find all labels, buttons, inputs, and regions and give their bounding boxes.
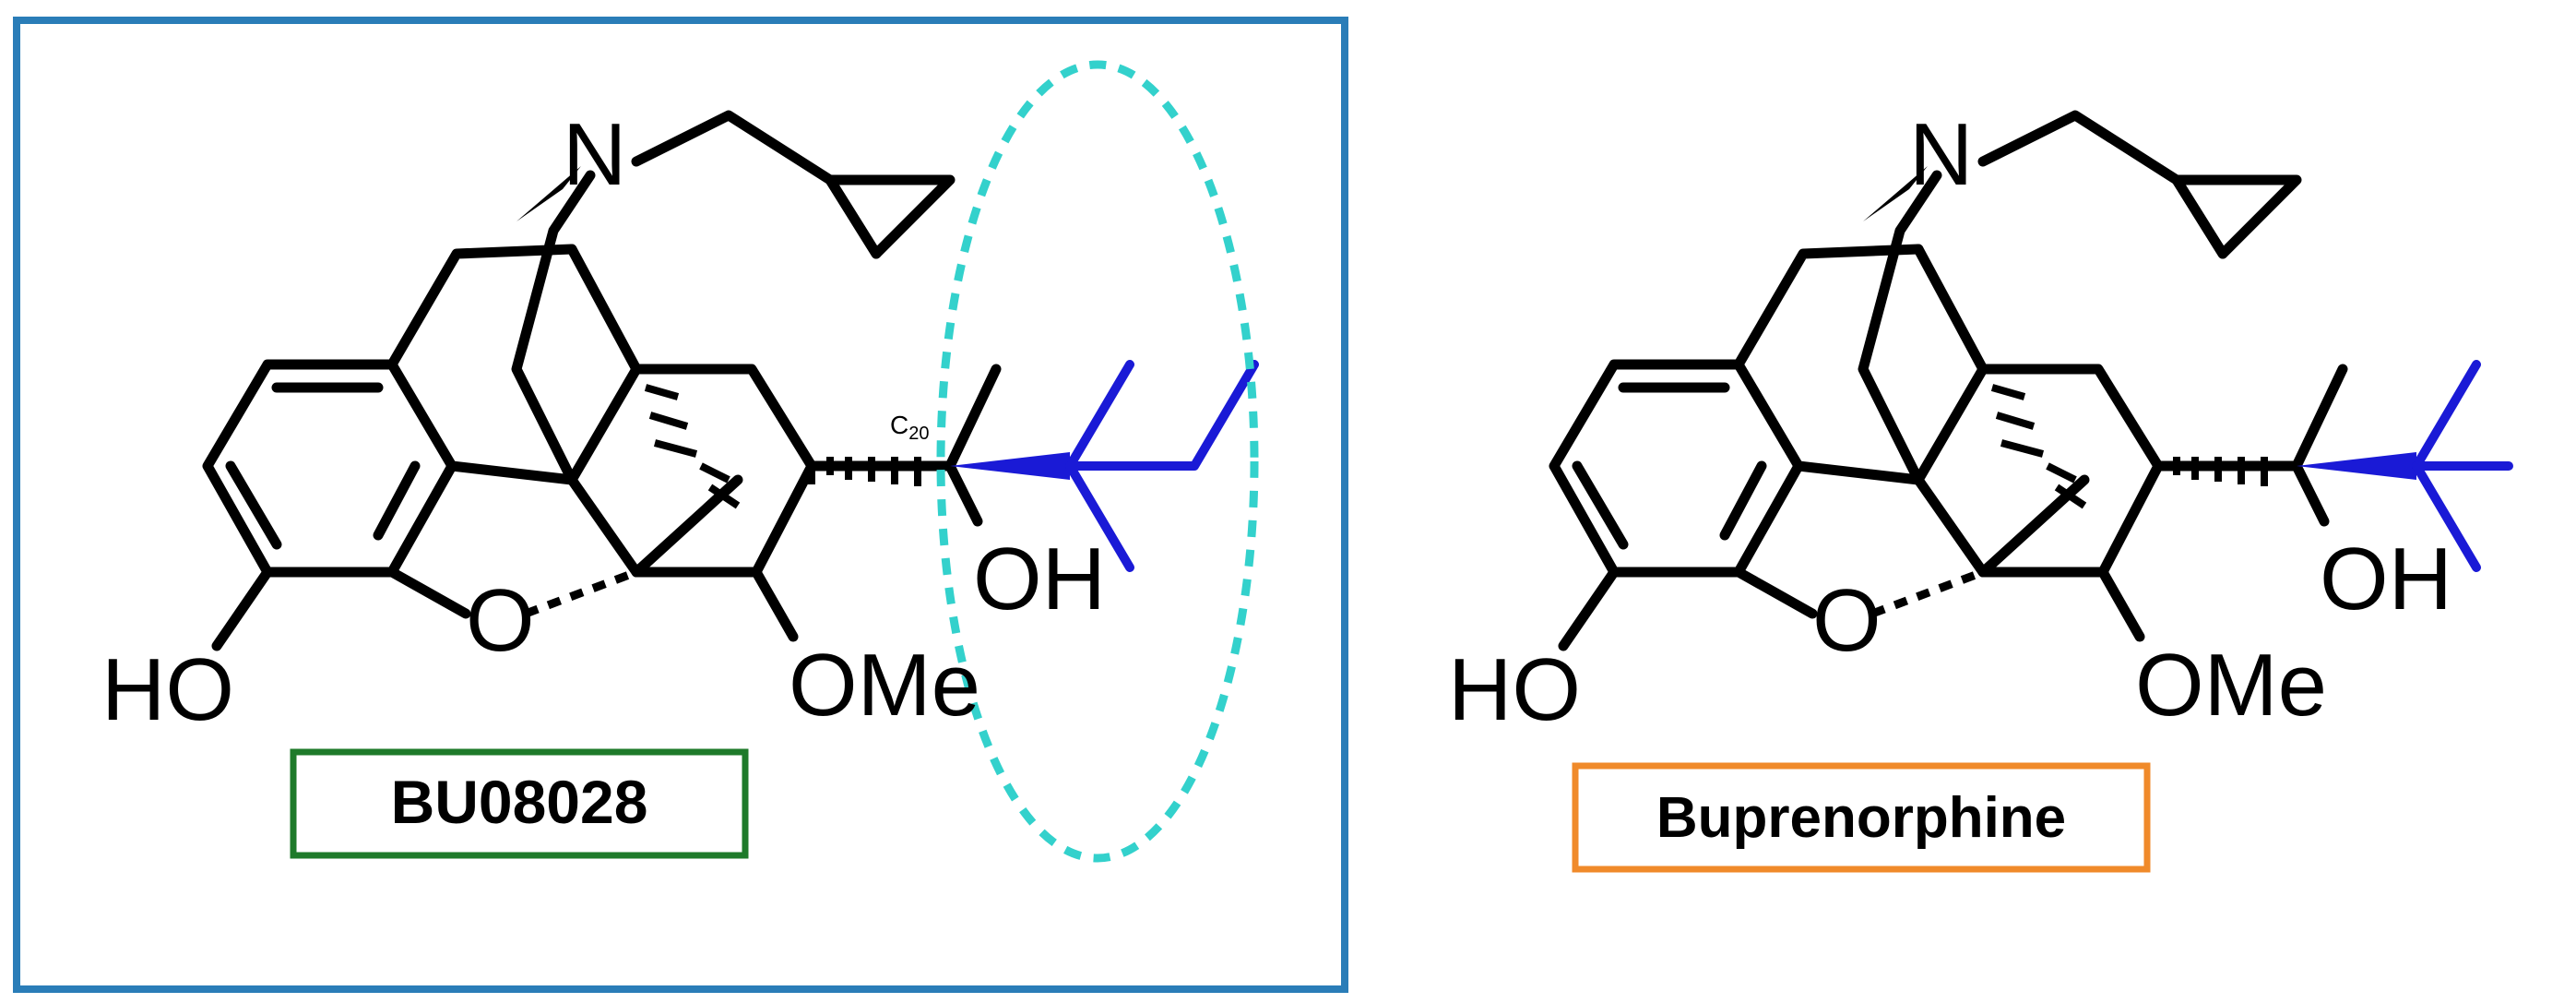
highlight-ellipse — [936, 60, 1259, 863]
bu08028-c20-label: C20 — [890, 411, 929, 444]
buprenorphine-o-atom: O — [1812, 571, 1882, 670]
bu08028-oh-label: OH — [973, 530, 1106, 628]
buprenorphine-oh-label: OH — [2320, 530, 2452, 628]
bu08028-n-atom: N — [563, 105, 626, 204]
buprenorphine-label: Buprenorphine — [1656, 786, 2066, 850]
bu08028-panel — [13, 17, 1348, 993]
bu08028-ome-label: OMe — [789, 636, 980, 734]
buprenorphine-structure — [1554, 110, 2513, 646]
bu08028-label-box — [290, 748, 749, 859]
bu08028-structure — [208, 60, 1259, 863]
bu08028-o-atom: O — [466, 571, 535, 670]
bu08028-label: BU08028 — [391, 768, 648, 836]
bu08028-ho-label: HO — [101, 640, 234, 739]
buprenorphine-label-box — [1572, 762, 2151, 873]
buprenorphine-ho-label: HO — [1448, 640, 1581, 739]
buprenorphine-ome-label: OMe — [2135, 636, 2327, 734]
buprenorphine-n-atom: N — [1909, 105, 1973, 204]
